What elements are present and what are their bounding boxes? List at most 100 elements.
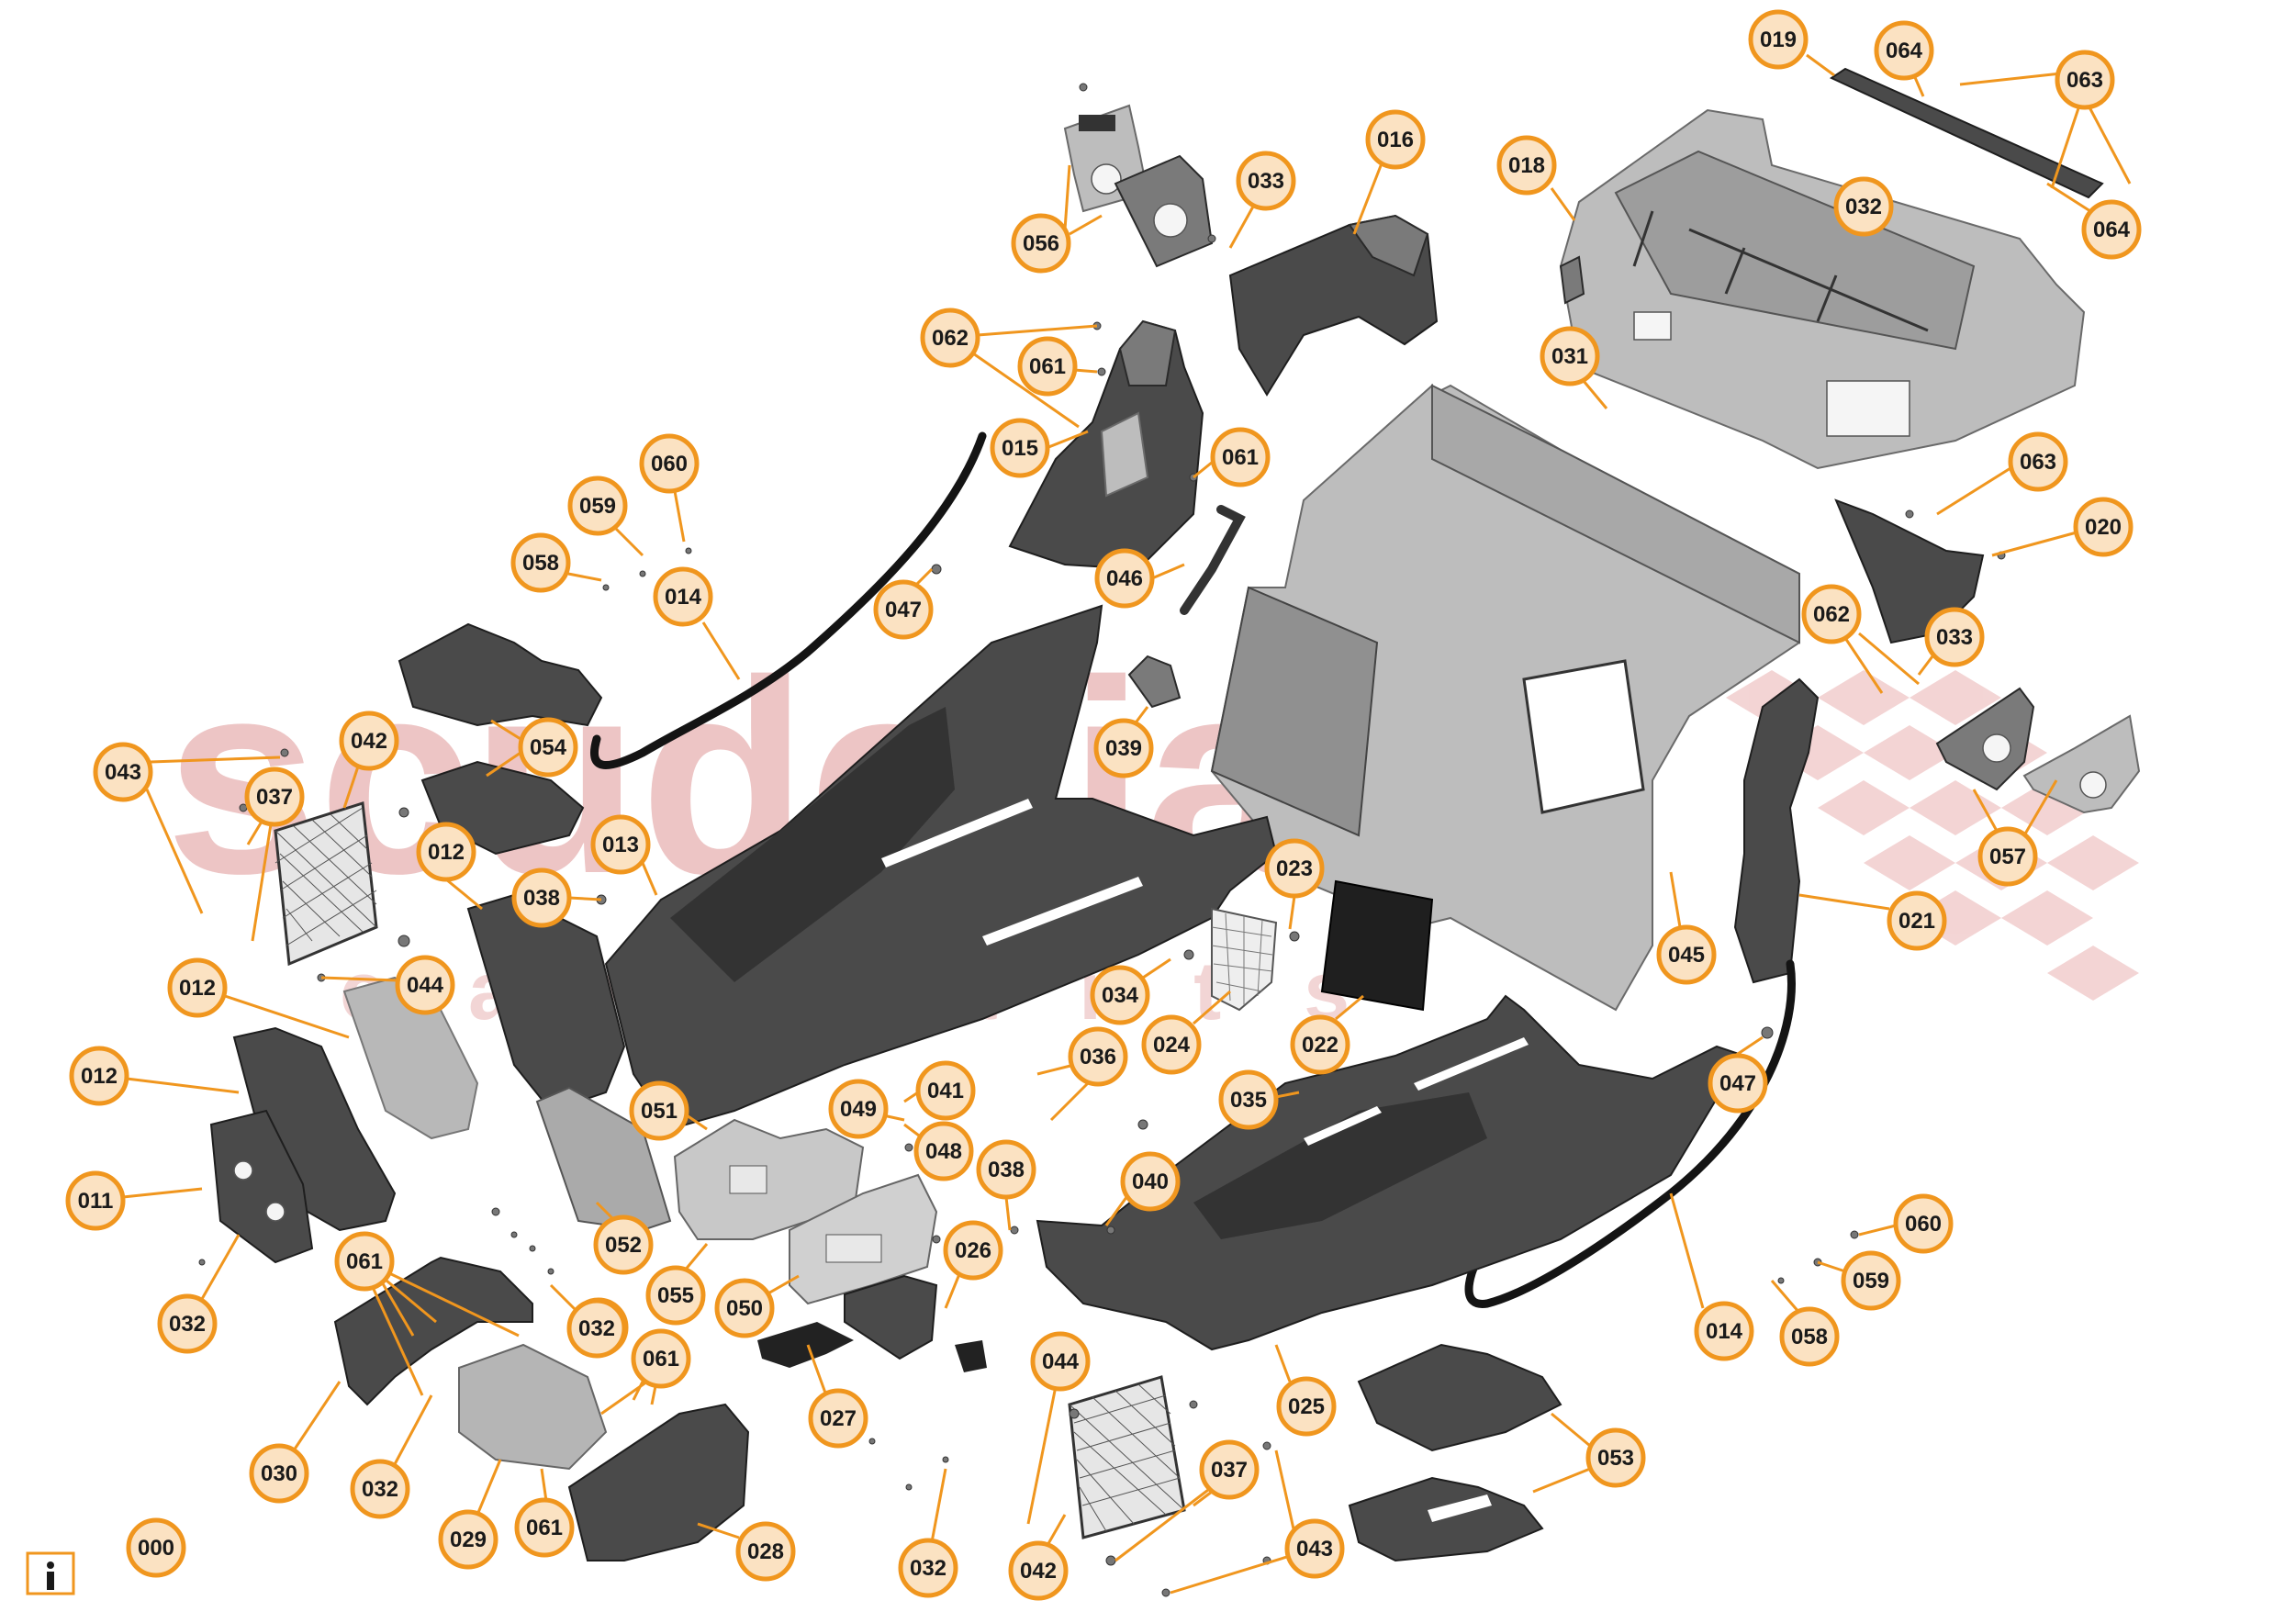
callout-063[interactable]: 063 <box>2055 50 2115 110</box>
info-icon[interactable] <box>26 1551 75 1595</box>
callout-021[interactable]: 021 <box>1887 890 1947 951</box>
callout-027[interactable]: 027 <box>808 1388 868 1449</box>
callout-label: 044 <box>1042 1349 1080 1374</box>
callout-050[interactable]: 050 <box>714 1278 775 1338</box>
callout-042[interactable]: 042 <box>1008 1540 1069 1601</box>
leader-line-064 <box>1912 74 1925 97</box>
leader-line-022 <box>1335 994 1364 1021</box>
callout-031[interactable]: 031 <box>1540 326 1600 386</box>
leader-line-044 <box>1026 1385 1058 1525</box>
leader-line-061 <box>1193 460 1214 479</box>
callout-label: 032 <box>362 1477 398 1502</box>
callout-043[interactable]: 043 <box>93 742 153 802</box>
callout-054[interactable]: 054 <box>518 717 578 778</box>
callout-062[interactable]: 062 <box>920 308 980 368</box>
leader-line-032 <box>200 1234 241 1300</box>
callout-035[interactable]: 035 <box>1218 1069 1279 1130</box>
callout-064[interactable]: 064 <box>2081 199 2142 260</box>
callout-014[interactable]: 014 <box>1694 1301 1754 1361</box>
callout-060[interactable]: 060 <box>1893 1193 1954 1254</box>
callout-019[interactable]: 019 <box>1748 9 1809 70</box>
callout-016[interactable]: 016 <box>1365 109 1426 170</box>
callout-053[interactable]: 053 <box>1585 1427 1646 1488</box>
callout-circle <box>639 433 700 494</box>
callout-circle <box>645 1265 706 1326</box>
callout-030[interactable]: 030 <box>249 1443 309 1504</box>
callout-000[interactable]: 000 <box>126 1517 186 1578</box>
callout-024[interactable]: 024 <box>1141 1014 1202 1075</box>
callout-034[interactable]: 034 <box>1090 965 1150 1025</box>
callout-056[interactable]: 056 <box>1011 213 1071 274</box>
callout-032[interactable]: 032 <box>566 1298 627 1359</box>
leader-line-038 <box>1004 1196 1012 1231</box>
callout-063[interactable]: 063 <box>2008 431 2068 492</box>
callout-circle <box>438 1509 498 1570</box>
callout-015[interactable]: 015 <box>990 418 1050 478</box>
callout-037[interactable]: 037 <box>244 767 305 827</box>
callout-062[interactable]: 062 <box>1801 584 1862 644</box>
callout-032[interactable]: 032 <box>1833 176 1894 237</box>
leader-line-063 <box>2050 105 2081 189</box>
callout-038[interactable]: 038 <box>511 867 572 928</box>
callout-042[interactable]: 042 <box>339 711 399 771</box>
callout-033[interactable]: 033 <box>1924 607 1985 667</box>
callout-058[interactable]: 058 <box>510 532 571 593</box>
callout-047[interactable]: 047 <box>873 579 934 640</box>
callout-020[interactable]: 020 <box>2073 497 2134 557</box>
callout-013[interactable]: 013 <box>590 814 651 875</box>
callout-032[interactable]: 032 <box>898 1538 958 1598</box>
callout-028[interactable]: 028 <box>735 1521 796 1582</box>
callout-044[interactable]: 044 <box>395 955 455 1015</box>
leader-line-042 <box>1045 1514 1067 1548</box>
part-042-grille-left <box>274 801 378 967</box>
callout-018[interactable]: 018 <box>1496 135 1557 196</box>
callout-023[interactable]: 023 <box>1264 838 1325 899</box>
callout-057[interactable]: 057 <box>1977 826 2038 887</box>
callout-061[interactable]: 061 <box>1017 336 1078 397</box>
callout-circle <box>1887 890 1947 951</box>
callout-012[interactable]: 012 <box>167 957 228 1018</box>
leader-line-060 <box>673 490 686 543</box>
callout-040[interactable]: 040 <box>1120 1151 1181 1212</box>
callout-032[interactable]: 032 <box>350 1459 410 1519</box>
callout-059[interactable]: 059 <box>567 476 628 536</box>
callout-037[interactable]: 037 <box>1199 1439 1260 1500</box>
callout-025[interactable]: 025 <box>1276 1376 1337 1437</box>
callout-059[interactable]: 059 <box>1841 1250 1901 1311</box>
callout-036[interactable]: 036 <box>1068 1026 1128 1087</box>
callout-014[interactable]: 014 <box>653 566 713 627</box>
callout-041[interactable]: 041 <box>915 1060 976 1121</box>
callout-026[interactable]: 026 <box>943 1220 1003 1281</box>
callout-048[interactable]: 048 <box>913 1121 974 1181</box>
callout-052[interactable]: 052 <box>593 1214 654 1275</box>
callout-022[interactable]: 022 <box>1290 1014 1350 1075</box>
callout-029[interactable]: 029 <box>438 1509 498 1570</box>
callout-label: 025 <box>1288 1394 1325 1419</box>
callout-046[interactable]: 046 <box>1094 548 1155 609</box>
callout-038[interactable]: 038 <box>976 1139 1036 1200</box>
callout-039[interactable]: 039 <box>1093 718 1154 778</box>
callout-055[interactable]: 055 <box>645 1265 706 1326</box>
callout-043[interactable]: 043 <box>1284 1518 1345 1579</box>
callout-061[interactable]: 061 <box>631 1328 691 1389</box>
callout-012[interactable]: 012 <box>416 822 476 882</box>
callout-044[interactable]: 044 <box>1030 1331 1091 1392</box>
callout-012[interactable]: 012 <box>69 1046 129 1106</box>
callout-051[interactable]: 051 <box>629 1080 689 1141</box>
callout-060[interactable]: 060 <box>639 433 700 494</box>
leader-line-015 <box>1046 430 1089 450</box>
callout-064[interactable]: 064 <box>1874 20 1934 81</box>
callout-049[interactable]: 049 <box>828 1079 889 1139</box>
callout-061[interactable]: 061 <box>334 1231 395 1292</box>
callout-045[interactable]: 045 <box>1656 924 1717 985</box>
part-026-027 <box>757 1274 987 1372</box>
callout-061[interactable]: 061 <box>514 1497 575 1558</box>
callout-033[interactable]: 033 <box>1236 151 1296 211</box>
callout-011[interactable]: 011 <box>65 1170 126 1231</box>
leader-line-056 <box>1063 164 1071 230</box>
callout-061[interactable]: 061 <box>1210 427 1271 487</box>
callout-058[interactable]: 058 <box>1779 1306 1840 1367</box>
callout-032[interactable]: 032 <box>157 1293 218 1354</box>
part-022-panel <box>1320 879 1434 1012</box>
callout-047[interactable]: 047 <box>1708 1053 1768 1114</box>
